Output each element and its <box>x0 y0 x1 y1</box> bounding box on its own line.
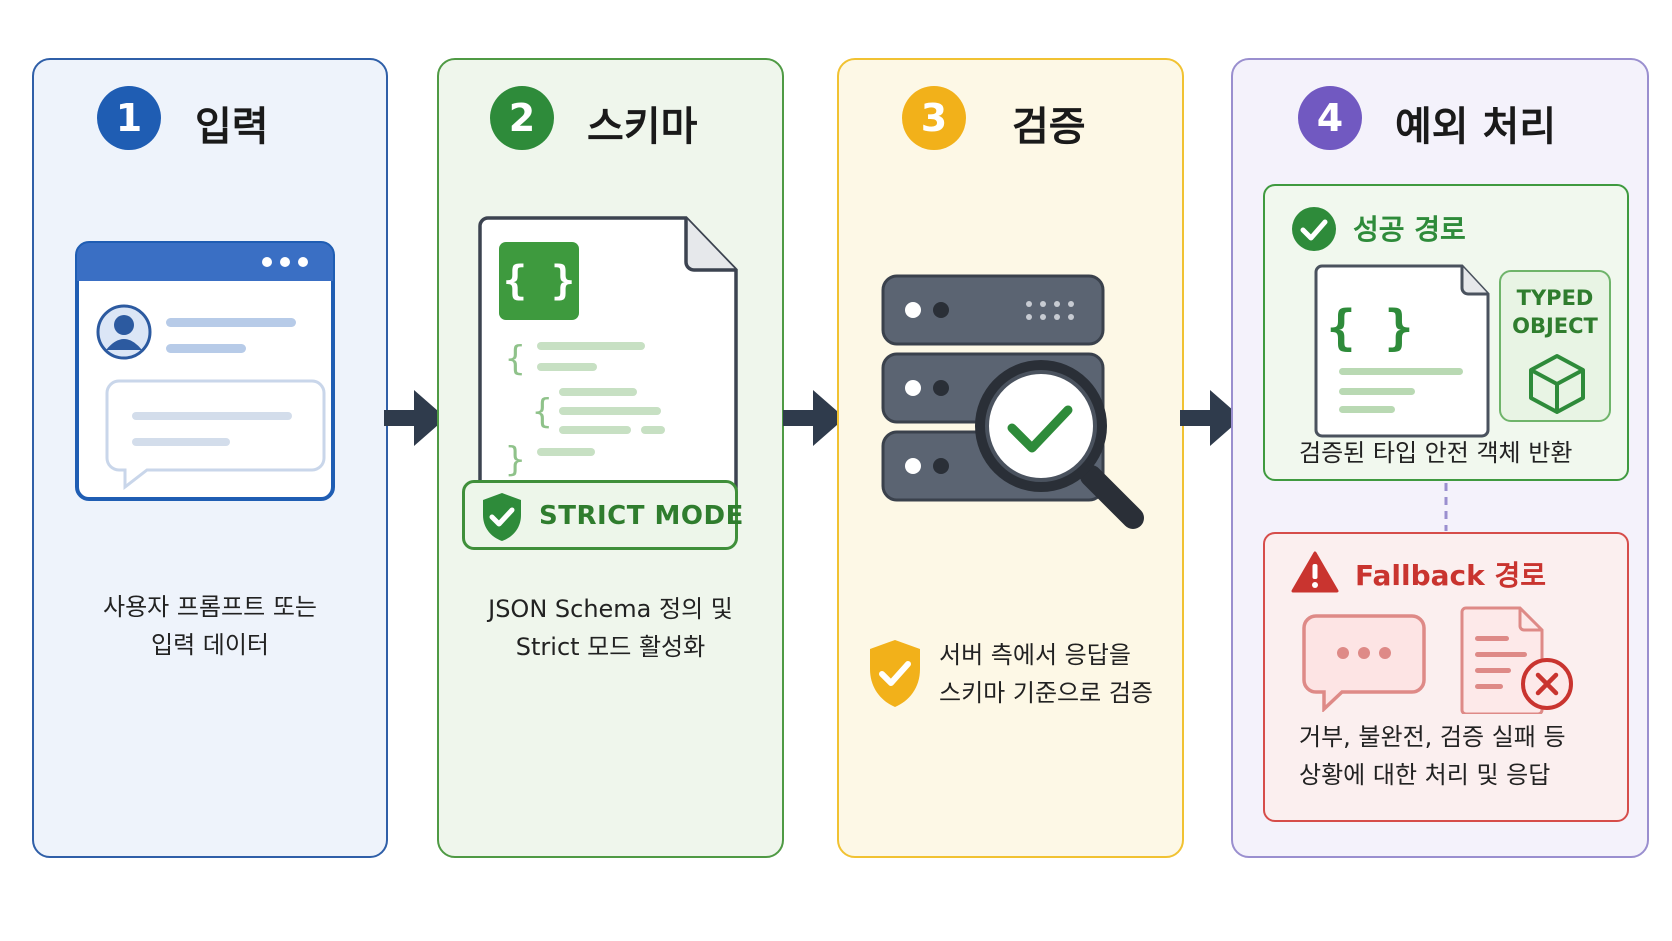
typed-object-label-line-2: OBJECT <box>1512 314 1598 338</box>
user-avatar-icon <box>96 304 152 360</box>
fallback-description-line-2: 상황에 대한 처리 및 응답 <box>1299 761 1551 789</box>
check-circle-icon <box>1292 207 1336 251</box>
fallback-path-description: 거부, 불완전, 검증 실패 등 상황에 대한 처리 및 응답 <box>1299 718 1566 794</box>
chat-bubble-icon <box>1302 614 1426 712</box>
magnifier-check-icon <box>975 360 1144 529</box>
svg-text:{ }: { } <box>503 258 575 304</box>
step-4-title: 예외 처리 <box>1395 104 1557 150</box>
fallback-path-box: Fallback 경로 거부, 불완전, 검증 실패 등 상황에 대한 처리 및… <box>1263 532 1629 822</box>
json-document-icon: { } <box>1314 264 1490 438</box>
step-2-panel: 2 스키마 { } { { } STRICT MODE JSON Schema … <box>437 58 784 858</box>
step-1-description-line-2: 입력 데이터 <box>150 631 270 659</box>
strict-mode-badge: STRICT MODE <box>462 480 743 550</box>
typed-object-label-line-1: TYPED <box>1516 286 1594 310</box>
server-stack-icon <box>881 274 1144 529</box>
step-1-title: 입력 <box>195 104 269 150</box>
step-1-description: 사용자 프롬프트 또는 입력 데이터 <box>64 588 356 664</box>
success-path-description: 검증된 타입 안전 객체 반환 <box>1299 439 1573 467</box>
step-2-number-badge: 2 <box>490 86 554 150</box>
shield-check-icon <box>483 493 521 541</box>
typed-object-label: TYPED OBJECT <box>1501 284 1609 340</box>
step-1-number-badge: 1 <box>97 86 161 150</box>
step-4-number-badge: 4 <box>1298 86 1362 150</box>
step-1-panel: 1 입력 사용자 프롬프트 또는 입력 데이터 <box>32 58 388 858</box>
step-1-description-line-1: 사용자 프롬프트 또는 <box>103 593 317 621</box>
document-error-icon <box>1460 606 1573 714</box>
svg-text:{: { <box>505 339 525 379</box>
arrow-right-icon <box>1180 390 1242 446</box>
typed-object-card: TYPED OBJECT <box>1499 270 1611 422</box>
step-3-panel: 3 검증 서버 측에서 응답을 스키마 기준으로 검증 <box>837 58 1184 858</box>
step-3-title: 검증 <box>1012 104 1086 150</box>
step-2-title: 스키마 <box>587 104 698 150</box>
arrow-right-icon <box>783 390 845 446</box>
step-3-description: 서버 측에서 응답을 스키마 기준으로 검증 <box>939 636 1153 712</box>
fallback-description-line-1: 거부, 불완전, 검증 실패 등 <box>1299 723 1566 751</box>
warning-icon <box>1291 551 1339 593</box>
cube-icon <box>1529 354 1585 414</box>
path-connector <box>1444 483 1448 531</box>
svg-text:}: } <box>505 440 525 480</box>
arrow-right-icon <box>384 390 446 446</box>
step-4-panel: 4 예외 처리 성공 경로 { } TYPED OBJECT 검증 <box>1231 58 1649 858</box>
step-3-description-line-1: 서버 측에서 응답을 <box>939 641 1131 669</box>
step-2-description: JSON Schema 정의 및 Strict 모드 활성화 <box>449 590 772 666</box>
svg-text:{: { <box>532 392 552 432</box>
success-path-title: 성공 경로 <box>1353 213 1466 246</box>
shield-check-icon <box>870 640 920 707</box>
chat-bubble-icon <box>105 379 326 491</box>
step-2-description-line-2: Strict 모드 활성화 <box>515 633 706 661</box>
strict-mode-label: STRICT MODE <box>539 501 744 531</box>
browser-window-icon <box>75 241 335 501</box>
fallback-path-title: Fallback 경로 <box>1355 559 1547 592</box>
json-document-icon: { } { { } <box>478 216 738 506</box>
step-2-description-line-1: JSON Schema 정의 및 <box>488 595 733 623</box>
step-3-number-badge: 3 <box>902 86 966 150</box>
success-path-box: 성공 경로 { } TYPED OBJECT 검증된 타입 안전 객체 반환 <box>1263 184 1629 481</box>
step-3-description-line-2: 스키마 기준으로 검증 <box>939 679 1153 707</box>
svg-text:{ }: { } <box>1327 300 1414 356</box>
